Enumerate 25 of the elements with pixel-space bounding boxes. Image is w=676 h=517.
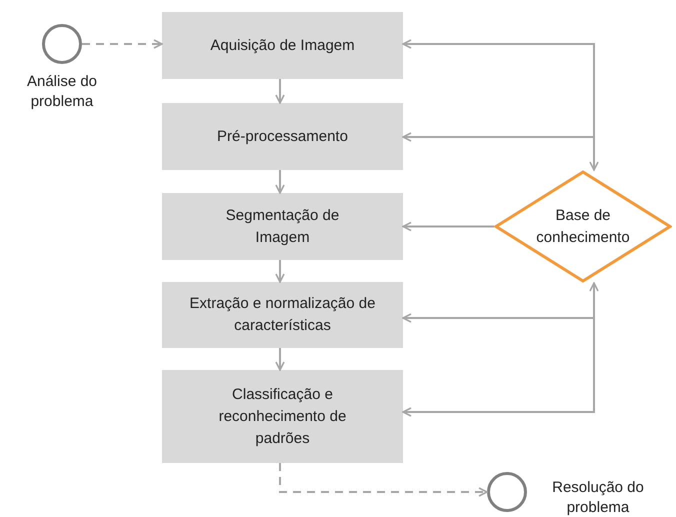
- decision-diamond: [494, 170, 672, 283]
- circle-node: [42, 24, 82, 64]
- arrow: [402, 39, 599, 171]
- node-label: Classificação e reconhecimento de padrões: [218, 384, 348, 448]
- node-caption: Análise do problema: [26, 72, 98, 112]
- arrow: [82, 39, 163, 49]
- node-label: Extração e normalização de características: [188, 294, 376, 336]
- node-label: Segmentação de Imagem: [224, 206, 340, 248]
- process-box: [162, 193, 403, 260]
- arrow: [275, 348, 285, 371]
- node-caption: Resolução do problema: [551, 478, 645, 517]
- arrow: [402, 282, 599, 417]
- process-box: [162, 370, 403, 463]
- arrow: [279, 463, 488, 497]
- circle-node: [487, 472, 527, 512]
- arrow: [402, 222, 494, 232]
- arrow: [275, 79, 285, 104]
- process-box: [162, 103, 403, 170]
- process-box: [162, 282, 403, 348]
- node-label: Aquisição de Imagem: [210, 36, 355, 56]
- node-label: Base de conhecimento: [535, 206, 631, 248]
- arrow: [275, 260, 285, 283]
- node-label: Pré-processamento: [217, 126, 348, 146]
- arrow: [275, 170, 285, 194]
- process-box: [162, 12, 403, 79]
